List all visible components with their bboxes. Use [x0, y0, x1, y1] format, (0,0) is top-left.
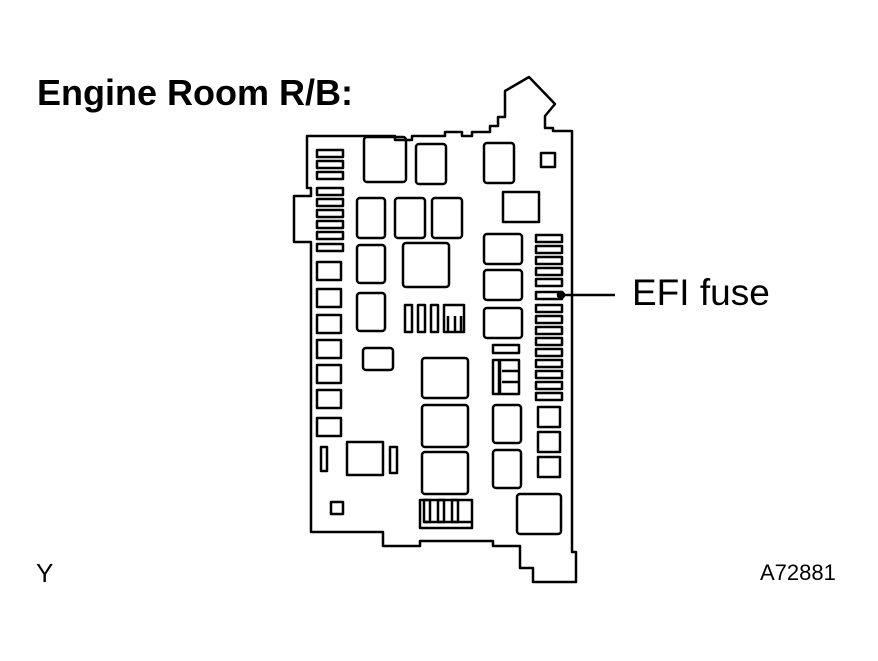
figure-code: A72881: [760, 560, 836, 585]
relay-block-outline: [292, 75, 578, 584]
diagram-title: Engine Room R/B:: [37, 72, 353, 113]
left-slot-column: [315, 148, 345, 516]
right-fuse-column: [534, 233, 564, 479]
top-relays: [362, 135, 557, 224]
middle-relays: [355, 196, 466, 372]
efi-fuse-leader: [556, 290, 615, 300]
efi-fuse-label: EFI fuse: [632, 272, 770, 313]
lower-relays: [345, 356, 474, 530]
right-relays: [482, 232, 563, 536]
view-marker: Y: [36, 558, 54, 588]
